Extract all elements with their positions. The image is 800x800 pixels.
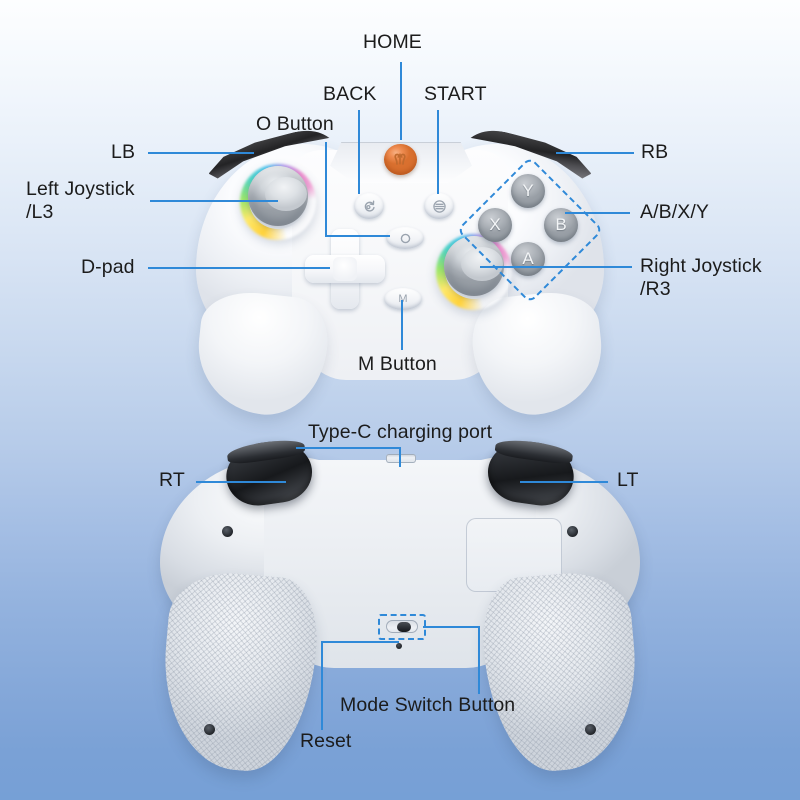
leader-o-vertical [325,142,327,236]
start-menu-lines-icon [432,199,447,213]
left-joystick-dish [265,177,307,211]
label-m-button: M Button [358,353,437,375]
type-c-charging-port [386,454,416,463]
face-button-cluster: Y X B A [456,156,604,304]
leader-mode-horizontal [423,626,480,628]
leader-abxy [565,212,630,214]
back-left-textured-grip [155,567,323,777]
label-rb: RB [641,141,669,163]
leader-reset-horizontal [321,641,399,643]
screw-hole-top-left [222,526,233,537]
leader-reset-vertical [321,641,323,730]
dpad-center [333,257,357,281]
right-joystick[interactable] [436,234,512,310]
leader-mode-vertical [478,626,480,694]
leader-lb [148,152,254,154]
controller-front-view: M Y X B A [192,136,608,426]
lt-trigger-lip [494,436,574,466]
label-lb: LB [111,141,136,163]
label-left-joystick: Left Joystick /L3 [26,178,135,223]
y-button[interactable]: Y [511,174,545,208]
o-circle-icon [399,232,412,245]
leader-m-button [401,300,403,350]
m-button[interactable]: M [384,288,422,310]
home-logo-icon [391,151,410,168]
left-joystick-cap[interactable] [248,166,308,226]
label-right-joystick: Right Joystick /R3 [640,255,762,300]
leader-right-joystick [480,266,632,268]
start-button[interactable] [424,193,454,219]
leader-left-joystick [150,200,278,202]
home-button[interactable] [384,144,417,175]
label-reset: Reset [300,730,352,752]
back-shell [155,456,645,777]
m-button-glyph: M [398,293,408,305]
label-rt: RT [159,469,185,491]
leader-typec-horizontal [296,447,400,449]
back-button[interactable] [354,193,384,219]
label-lt: LT [617,469,639,491]
label-home: HOME [363,31,422,53]
leader-start [437,110,439,194]
rt-trigger-lip [226,436,306,466]
screw-hole-top-right [567,526,578,537]
leader-rt [196,481,286,483]
label-typec: Type-C charging port [308,421,493,443]
leader-lt [520,481,608,483]
label-o-button: O Button [256,113,334,135]
leader-typec-vertical [399,447,401,467]
mode-switch-knob[interactable] [397,621,411,632]
label-abxy: A/B/X/Y [640,201,709,223]
leader-rb [556,152,634,154]
leader-back [358,110,360,194]
a-button[interactable]: A [511,242,545,276]
leader-o-horizontal [325,235,390,237]
mode-switch-button[interactable] [378,614,426,640]
dpad[interactable] [304,228,386,310]
leader-dpad [148,267,330,269]
label-start: START [424,83,487,105]
screw-hole-bottom-right [585,724,596,735]
screw-hole-bottom-left [204,724,215,735]
leader-home [400,62,402,140]
o-button[interactable] [386,227,424,249]
label-dpad: D-pad [81,256,135,278]
right-joystick-dish [461,247,503,281]
label-mode-switch: Mode Switch Button [340,694,516,716]
label-back: BACK [323,83,377,105]
back-circular-arrow-icon [362,199,377,214]
reset-pinhole[interactable] [396,643,402,649]
x-button[interactable]: X [478,208,512,242]
controller-back-view [155,436,645,777]
back-right-textured-grip [477,567,645,777]
